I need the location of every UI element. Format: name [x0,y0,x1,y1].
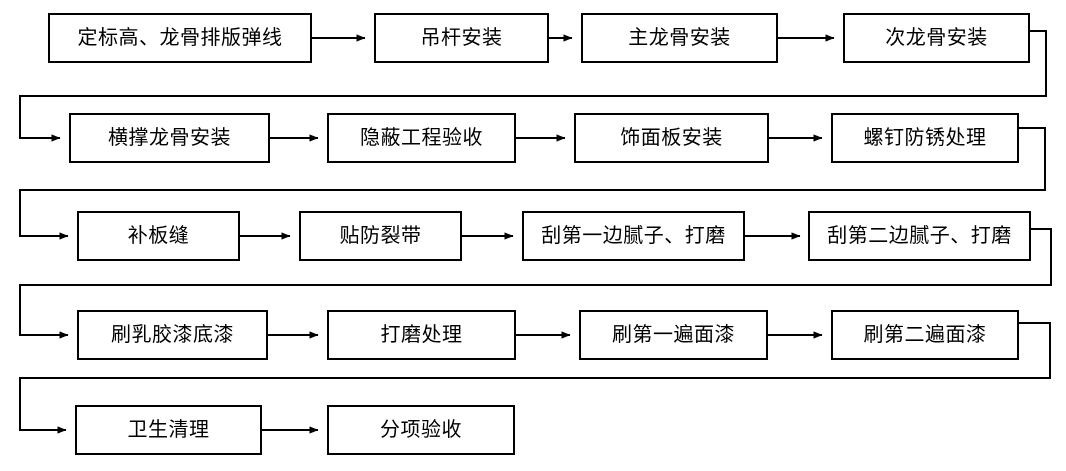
flow-node-label: 吊杆安装 [420,27,503,49]
flow-node-n12[interactable]: 刮第二边腻子、打磨 [808,211,1031,261]
flow-node-n4[interactable]: 次龙骨安装 [843,13,1030,63]
flow-node-label: 刮第一边腻子、打磨 [541,225,726,247]
flow-node-n13[interactable]: 刷乳胶漆底漆 [77,310,268,360]
connector-row2-to-row3 [18,126,1047,240]
flow-node-n15[interactable]: 刷第一遍面漆 [579,310,768,360]
flow-node-label: 刮第二边腻子、打磨 [827,225,1012,247]
flow-node-label: 定标高、龙骨排版弹线 [77,27,283,49]
flow-node-n6[interactable]: 隐蔽工程验收 [327,113,516,163]
flow-node-n3[interactable]: 主龙骨安装 [581,13,778,63]
flow-node-label: 卫生清理 [127,419,210,441]
flow-node-n14[interactable]: 打磨处理 [327,310,516,360]
flow-node-label: 主龙骨安装 [628,27,731,49]
flow-node-n17[interactable]: 卫生清理 [75,405,262,455]
flow-node-n8[interactable]: 螺钉防锈处理 [831,113,1019,163]
flow-node-n16[interactable]: 刷第二遍面漆 [831,310,1019,360]
flow-node-label: 刷第一遍面漆 [612,324,735,346]
flow-node-label: 饰面板安装 [620,127,723,149]
flow-node-n7[interactable]: 饰面板安装 [574,113,769,163]
flow-node-label: 打磨处理 [380,324,463,346]
flow-node-label: 刷第二遍面漆 [863,324,987,346]
flow-node-label: 补板缝 [127,225,190,247]
flow-node-label: 隐蔽工程验收 [360,127,483,149]
flow-node-n10[interactable]: 贴防裂带 [299,211,462,261]
connector-row3-to-row4 [18,227,1053,339]
flow-node-n18[interactable]: 分项验收 [327,405,515,455]
flow-node-n11[interactable]: 刮第一边腻子、打磨 [522,211,745,261]
flow-node-label: 刷乳胶漆底漆 [111,324,234,346]
connector-row1-to-row2 [18,29,1048,142]
flow-node-n5[interactable]: 横撑龙骨安装 [69,113,270,163]
flow-node-n9[interactable]: 补板缝 [77,211,240,261]
flow-node-label: 分项验收 [380,419,462,441]
flow-node-label: 螺钉防锈处理 [863,127,987,149]
flow-node-label: 贴防裂带 [339,225,422,247]
connector-row4-to-row5 [18,321,1052,434]
flow-node-n1[interactable]: 定标高、龙骨排版弹线 [48,13,312,63]
flow-node-label: 横撑龙骨安装 [108,127,231,149]
flow-node-label: 次龙骨安装 [885,27,988,49]
flow-node-n2[interactable]: 吊杆安装 [374,13,549,63]
